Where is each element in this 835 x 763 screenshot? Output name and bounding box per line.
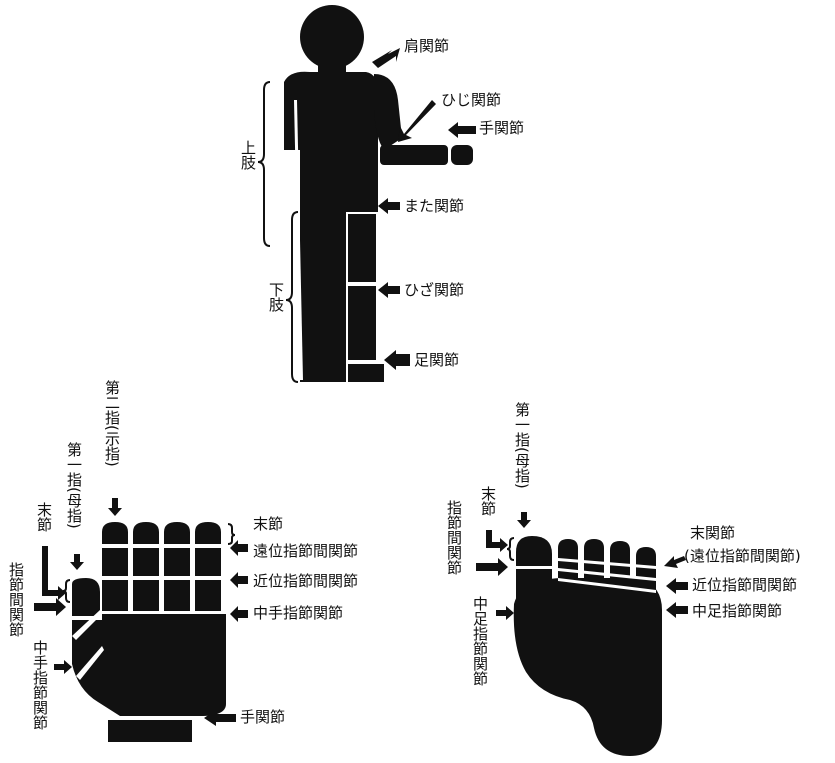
foot-shape (348, 364, 384, 382)
label-lower-limb: 下肢 (267, 282, 285, 313)
finger-2-proximal (102, 580, 128, 611)
label-hand-mcp-thumb: 中手指節関節 (31, 640, 49, 730)
label-foot-distal-ip: (遠位指節間関節) (684, 547, 801, 565)
label-hand-distal-phalanx: 末節 (35, 502, 53, 532)
arrow-ip-joint (34, 598, 66, 616)
label-hip: また関節 (404, 197, 464, 215)
arrow-foot-mtp-left (496, 606, 514, 620)
big-toe-line (516, 566, 552, 569)
thumb (72, 578, 100, 616)
hand-fist (451, 145, 473, 165)
arrow-first-toe (517, 512, 531, 528)
head (300, 5, 364, 69)
arrow-foot-ip-joint (476, 558, 508, 576)
brace-foot-distal (507, 538, 514, 560)
finger-5-distal (195, 522, 221, 544)
finger-4-distal (164, 522, 190, 544)
label-foot-ip-joint: 指節間関節 (445, 500, 463, 575)
toe-4 (610, 541, 630, 598)
arrow-foot-distal-phalanx (486, 530, 508, 552)
arrow-ankle (384, 350, 410, 370)
arrow-distal-phalanx (42, 546, 66, 600)
label-elbow: ひじ関節 (441, 91, 501, 109)
finger-2-middle (102, 548, 128, 576)
hand-figure (72, 522, 226, 742)
toe-5 (636, 547, 656, 604)
finger-3-proximal (133, 580, 159, 611)
wrist-block (108, 720, 192, 742)
brace-thumb-distal (63, 580, 70, 602)
finger-5-middle (195, 548, 221, 576)
palm (72, 614, 226, 716)
arrow-hip (378, 198, 400, 214)
brace-lower-limb (286, 212, 298, 382)
label-upper-limb: 上肢 (239, 140, 257, 171)
toe-3 (584, 539, 604, 596)
label-hand-distal-ip: 遠位指節間関節 (253, 542, 358, 560)
arrow-foot-distal (664, 556, 686, 568)
arrow-shoulder (372, 48, 400, 68)
label-second-finger: 第二指(示指) (103, 379, 121, 467)
arrow-elbow (398, 100, 436, 142)
label-foot-proximal-ip: 近位指節間関節 (692, 576, 797, 594)
brace-upper-limb (258, 82, 270, 246)
label-foot-mtp: 中足指節関節 (692, 602, 782, 620)
arrow-second-finger (108, 498, 122, 516)
forearm (380, 145, 448, 165)
label-foot-mtp-left: 中足指節関節 (471, 596, 489, 686)
toe-2 (558, 539, 578, 596)
finger-4-middle (164, 548, 190, 576)
finger-3-middle (133, 548, 159, 576)
label-first-toe: 第一指(母指) (513, 401, 531, 489)
arrow-knee (378, 282, 400, 298)
label-foot-distal-joint: 末関節 (690, 524, 735, 542)
label-hand-distal-ip-top: 末節 (253, 515, 283, 533)
arrow-mcp-thumb (54, 660, 72, 674)
thigh (348, 214, 376, 282)
upper-arm (374, 74, 402, 150)
label-hand-wrist: 手関節 (240, 708, 285, 726)
label-hand-ip-joint: 指節間関節 (7, 562, 25, 637)
arrow-proximal-ip (230, 572, 248, 588)
arrow-foot-mtp (666, 602, 688, 618)
finger-2-distal (102, 522, 128, 544)
finger-5-proximal (195, 580, 221, 611)
label-hand-mcp: 中手指節関節 (253, 604, 343, 622)
arrow-first-finger (70, 554, 84, 570)
foot-figure (514, 536, 662, 756)
brace-hand-distal (228, 524, 235, 544)
arrow-mcp (230, 606, 248, 622)
label-knee: ひざ関節 (404, 281, 464, 299)
label-first-finger: 第一指(母指) (65, 441, 83, 529)
shin (348, 286, 376, 360)
arrow-foot-proximal-ip (666, 578, 688, 594)
label-ankle: 足関節 (414, 351, 459, 369)
finger-3-distal (133, 522, 159, 544)
fingers (102, 522, 221, 611)
label-hand-proximal-ip: 近位指節間関節 (253, 572, 358, 590)
sole (514, 578, 662, 756)
label-foot-distal-phalanx: 末節 (479, 486, 497, 516)
label-wrist: 手関節 (479, 119, 524, 137)
finger-4-proximal (164, 580, 190, 611)
label-shoulder: 肩関節 (404, 37, 449, 55)
arrow-wrist (448, 122, 476, 138)
